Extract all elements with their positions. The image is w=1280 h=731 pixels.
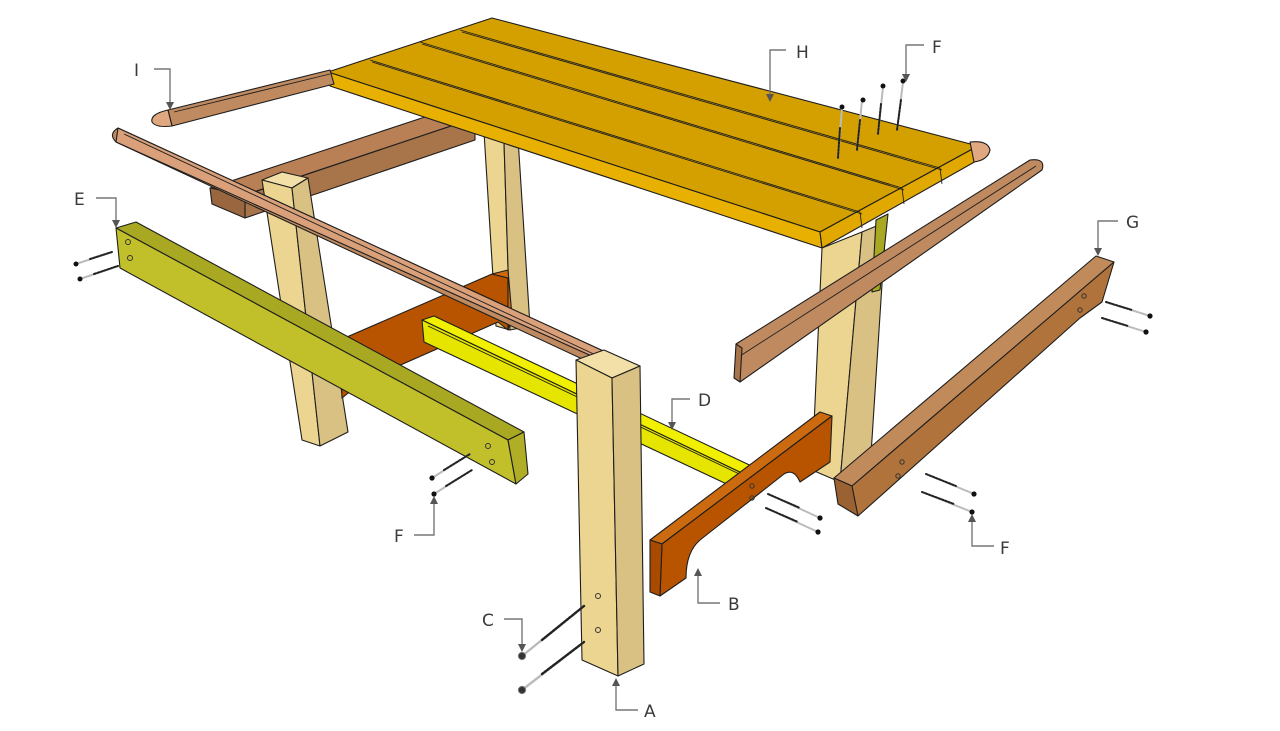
leader-G xyxy=(1097,220,1118,250)
side-rail-E xyxy=(115,221,529,485)
leader-A xyxy=(615,684,638,711)
tabletop-slats xyxy=(327,17,979,249)
front-left-leg-A xyxy=(575,349,645,677)
label-I: I xyxy=(134,61,139,81)
leader-E xyxy=(96,197,117,222)
label-H: H xyxy=(796,43,809,63)
label-B: B xyxy=(728,595,740,615)
leader-B xyxy=(697,574,720,604)
label-D: D xyxy=(698,391,711,411)
side-rail-G xyxy=(833,255,1115,517)
label-A: A xyxy=(644,702,656,722)
tabletop-screws xyxy=(837,78,906,159)
label-F-left: F xyxy=(394,527,404,547)
screws xyxy=(73,78,1153,695)
leader-C xyxy=(504,618,523,646)
leader-H xyxy=(769,49,786,96)
leader-F3 xyxy=(971,520,994,547)
leader-F1 xyxy=(905,44,924,76)
rail-E-lower-screws xyxy=(429,453,473,497)
front-trim-right xyxy=(733,159,1044,383)
label-G: G xyxy=(1126,213,1139,233)
leg-screws-C xyxy=(517,604,586,695)
callouts: I H F E G D F F B C A xyxy=(74,38,1139,722)
edge-trim-right-end xyxy=(969,141,991,163)
leader-I xyxy=(154,68,171,104)
stretcher-B-screws xyxy=(765,493,823,535)
edge-trim-I xyxy=(151,69,335,128)
leader-D xyxy=(671,398,690,424)
leader-F2 xyxy=(414,502,435,536)
end-stretcher-B xyxy=(649,411,833,597)
rail-G-lower-screws xyxy=(921,473,977,515)
rail-G-upper-screws xyxy=(1101,301,1153,335)
rail-E-screws xyxy=(73,251,119,282)
label-F-top: F xyxy=(932,38,942,58)
label-C: C xyxy=(482,611,494,631)
label-E: E xyxy=(74,190,85,210)
label-F-right: F xyxy=(1000,539,1010,559)
